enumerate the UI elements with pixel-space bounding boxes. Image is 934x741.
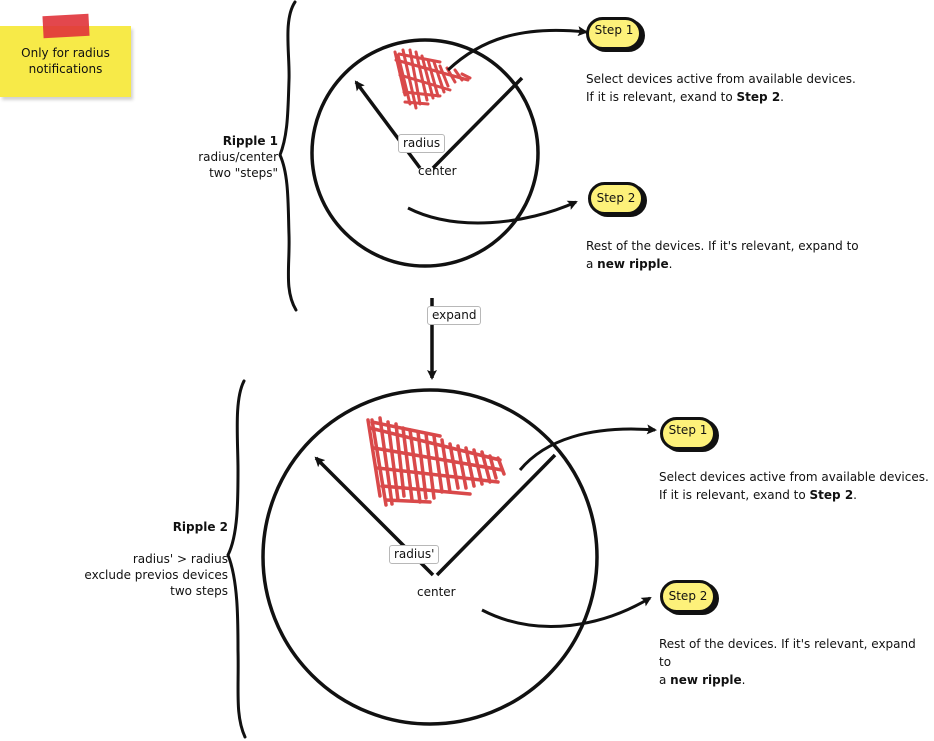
ripple1-radius-right-line [431,76,524,170]
ripple2-line2: exclude previos devices [84,568,228,582]
ripple1-title: Ripple 1 [222,134,278,148]
ripple2-step2-desc-bold: new ripple [670,673,742,687]
ripple2-step2-desc-line1: Rest of the devices. If it's relevant, e… [659,637,916,669]
ripple1-scribble [393,48,472,110]
ripple1-brace [278,0,298,312]
ripple1-step2-pill: Step 2 [588,182,644,215]
ripple2-step2-desc-suffix: . [741,673,746,687]
ripple2-line3: two steps [170,584,228,598]
ripple1-line2: two "steps" [209,166,278,180]
sticky-note-line2: notifications [28,62,103,76]
sticky-note-line1: Only for radius [21,46,110,60]
ripple1-step1-desc-line1: Select devices active from available dev… [586,72,856,86]
ripple2-scribble [366,416,506,507]
ripple1-step2-desc-line1: Rest of the devices. If it's relevant, e… [586,239,859,253]
ripple2-brace [226,379,247,739]
ripple2-arrow-step1 [518,424,657,471]
ripple1-circle [310,38,540,268]
ripple1-step2-desc-suffix: . [668,257,673,271]
ripple1-step2-desc-line2: a new ripple. [586,255,916,273]
ripple1-step1-desc-bold: Step 2 [736,90,781,104]
ripple1-step2-desc-prefix: a [586,257,598,271]
ripple1-line1: radius/center [198,150,278,164]
ripple1-label: Ripple 1 radius/center two "steps" [170,133,278,181]
ripple2-label: Ripple 2 radius' > radius exclude previo… [70,519,228,599]
ripple2-center-label: center [417,585,456,599]
ripple1-step1-desc: Select devices active from available dev… [586,70,916,106]
ripple1-step2-desc-bold: new ripple [597,257,669,271]
ripple2-arrow-step2 [481,596,652,628]
ripple1-step1-pill: Step 1 [586,17,642,50]
ripple1-step2-desc: Rest of the devices. If it's relevant, e… [586,237,916,273]
ripple1-arrow-step2 [407,200,578,225]
ripple2-step1-desc: Select devices active from available dev… [659,468,931,504]
ripple2-step1-pill: Step 1 [660,417,716,450]
ripple2-radius-right-line [435,453,557,577]
sticky-tape [42,13,90,39]
ripple2-radius-tag: radius' [389,545,440,564]
sticky-note-text: Only for radius notifications [0,45,131,77]
ripple1-step1-desc-prefix: If it is relevant, exand to [586,90,737,104]
ripple1-radius-tag: radius [398,134,446,153]
ripple1-radius-left-line [354,80,422,170]
expand-tag: expand [427,306,482,325]
ripple2-step1-desc-prefix: If it is relevant, exand to [659,488,810,502]
ripple1-step1-desc-line2: If it is relevant, exand to Step 2. [586,88,916,106]
ripple2-title: Ripple 2 [172,520,228,534]
ripple2-step1-desc-suffix: . [853,488,857,502]
ripple2-step1-desc-bold: Step 2 [809,488,854,502]
ripple1-step1-desc-suffix: . [780,90,784,104]
sticky-note [0,26,131,97]
ripple2-step2-desc: Rest of the devices. If it's relevant, e… [659,635,931,689]
ripple2-step2-pill: Step 2 [660,580,716,613]
ripple2-step1-desc-line1: Select devices active from available dev… [659,470,929,484]
ripple1-arrow-step1 [446,26,588,72]
ripple1-center-label: center [418,164,457,178]
ripple2-step2-desc-prefix: a [659,673,671,687]
ripple2-step2-desc-line2: a new ripple. [659,671,931,689]
ripple2-step1-desc-line2: If it is relevant, exand to Step 2. [659,486,931,504]
ripple2-line1: radius' > radius [132,552,228,566]
ripple2-circle [261,388,599,726]
